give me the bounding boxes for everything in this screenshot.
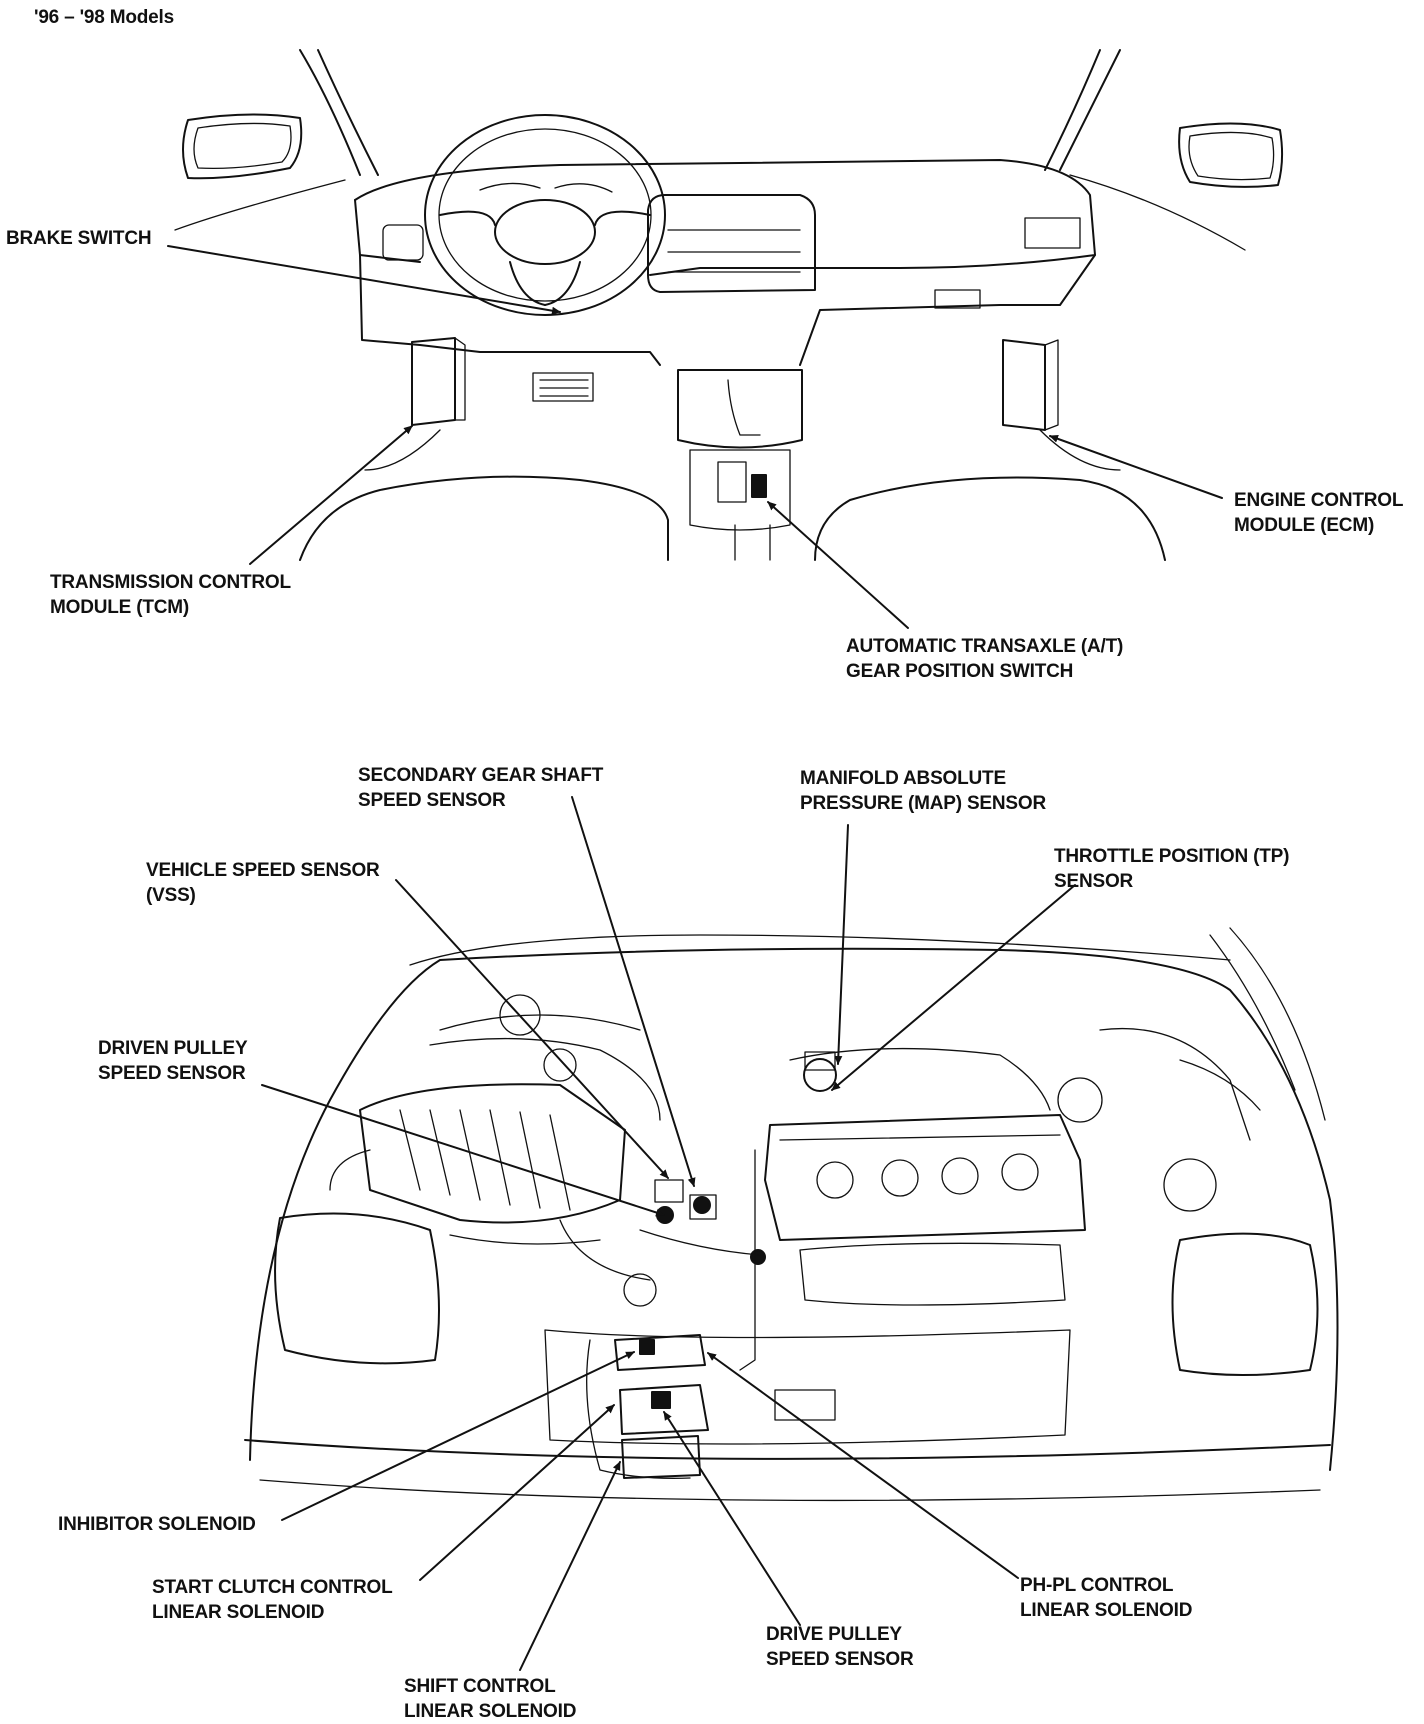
- at-switch-leader-line: [767, 501, 909, 629]
- brake-switch-label: BRAKE SWITCH: [6, 226, 152, 251]
- ecm-label: ENGINE CONTROL MODULE (ECM): [1234, 488, 1403, 538]
- map-sensor-leader-line: [834, 824, 849, 1065]
- driven-pulley-label-line-1: DRIVEN PULLEY: [98, 1038, 248, 1059]
- start-clutch-control-linear-solenoid-label: START CLUTCH CONTROL LINEAR SOLENOID: [152, 1575, 393, 1625]
- interior-leader-lines: [167, 245, 1223, 629]
- vss-label-line-1: VEHICLE SPEED SENSOR: [146, 860, 380, 881]
- phpl-leader-line: [707, 1352, 1019, 1579]
- driven-pulley-label-line-2: SPEED SENSOR: [98, 1063, 246, 1084]
- tcm-label-line-1: TRANSMISSION CONTROL: [50, 572, 291, 593]
- inhibitor-solenoid-label: INHIBITOR SOLENOID: [58, 1512, 256, 1537]
- inhibitor-solenoid-label-line-1: INHIBITOR SOLENOID: [58, 1514, 256, 1535]
- interior-dashboard-drawing: [174, 49, 1284, 561]
- page-title: '96 – '98 Models: [34, 7, 174, 28]
- start-clutch-leader-line: [419, 1404, 615, 1581]
- ecm-leader-line: [1049, 434, 1223, 499]
- at-switch-label-line-1: AUTOMATIC TRANSAXLE (A/T): [846, 636, 1124, 657]
- tp-sensor-label-line-1: THROTTLE POSITION (TP): [1054, 846, 1290, 867]
- drive-pulley-label-line-2: SPEED SENSOR: [766, 1649, 914, 1670]
- map-sensor-label-line-2: PRESSURE (MAP) SENSOR: [800, 793, 1047, 814]
- shift-control-leader-line: [519, 1461, 621, 1671]
- secondary-gear-shaft-label-line-1: SECONDARY GEAR SHAFT: [358, 765, 604, 786]
- at-gear-position-switch-label: AUTOMATIC TRANSAXLE (A/T) GEAR POSITION …: [846, 634, 1123, 684]
- driven-pulley-leader-line: [261, 1084, 665, 1217]
- phpl-label-line-1: PH-PL CONTROL: [1020, 1575, 1174, 1596]
- tp-sensor-label: THROTTLE POSITION (TP) SENSOR: [1054, 844, 1289, 894]
- drive-pulley-speed-sensor-label: DRIVE PULLEY SPEED SENSOR: [766, 1622, 914, 1672]
- start-clutch-label-line-1: START CLUTCH CONTROL: [152, 1577, 393, 1598]
- ecm-label-line-2: MODULE (ECM): [1234, 515, 1375, 536]
- secondary-gear-shaft-speed-sensor-label: SECONDARY GEAR SHAFT SPEED SENSOR: [358, 763, 603, 813]
- shift-control-label-line-2: LINEAR SOLENOID: [404, 1701, 577, 1722]
- tcm-label-line-2: MODULE (TCM): [50, 597, 190, 618]
- ph-pl-control-linear-solenoid-label: PH-PL CONTROL LINEAR SOLENOID: [1020, 1573, 1192, 1623]
- engine-leader-lines: [261, 796, 1076, 1671]
- engine-bay-drawing: [244, 927, 1339, 1502]
- drive-pulley-label-line-1: DRIVE PULLEY: [766, 1624, 902, 1645]
- tp-sensor-label-line-2: SENSOR: [1054, 871, 1134, 892]
- driven-pulley-speed-sensor-label: DRIVEN PULLEY SPEED SENSOR: [98, 1036, 248, 1086]
- vss-label: VEHICLE SPEED SENSOR (VSS): [146, 858, 380, 908]
- map-sensor-label: MANIFOLD ABSOLUTE PRESSURE (MAP) SENSOR: [800, 766, 1046, 816]
- shift-control-linear-solenoid-label: SHIFT CONTROL LINEAR SOLENOID: [404, 1674, 576, 1724]
- brake-switch-label-line-1: BRAKE SWITCH: [6, 228, 152, 249]
- tp-sensor-leader-line: [831, 884, 1076, 1091]
- secondary-gear-shaft-label-line-2: SPEED SENSOR: [358, 790, 506, 811]
- map-sensor-label-line-1: MANIFOLD ABSOLUTE: [800, 768, 1006, 789]
- start-clutch-label-line-2: LINEAR SOLENOID: [152, 1602, 325, 1623]
- tcm-label: TRANSMISSION CONTROL MODULE (TCM): [50, 570, 291, 620]
- vss-label-line-2: (VSS): [146, 885, 196, 906]
- inhibitor-solenoid-leader-line: [281, 1351, 635, 1521]
- tcm-leader-line: [249, 425, 413, 565]
- shift-control-label-line-1: SHIFT CONTROL: [404, 1676, 556, 1697]
- drive-pulley-leader-line: [663, 1411, 801, 1626]
- secondary-gear-shaft-leader-line: [571, 796, 696, 1187]
- phpl-label-line-2: LINEAR SOLENOID: [1020, 1600, 1193, 1621]
- vss-leader-line: [395, 879, 669, 1179]
- at-switch-label-line-2: GEAR POSITION SWITCH: [846, 661, 1074, 682]
- brake-switch-leader-line: [167, 245, 561, 315]
- ecm-label-line-1: ENGINE CONTROL: [1234, 490, 1404, 511]
